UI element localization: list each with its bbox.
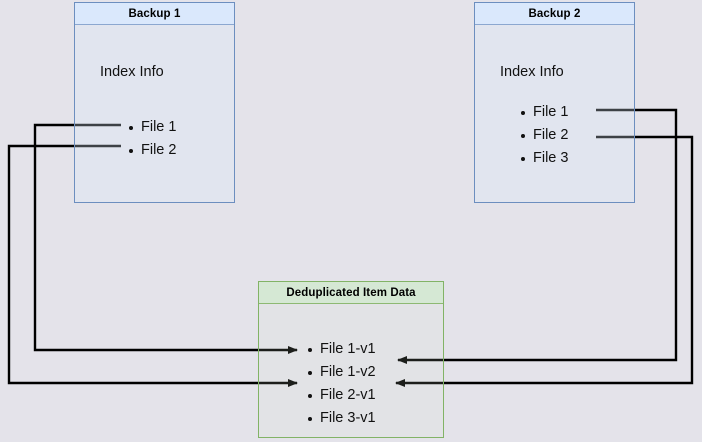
deduplicated-item-data-box[interactable]: Deduplicated Item Data File 1-v1 File 1-… — [258, 281, 444, 438]
backup-2-file-list: File 1 File 2 File 3 — [520, 101, 568, 170]
backup-2-index-info-label: Index Info — [500, 64, 564, 80]
deduplicated-item-data-title: Deduplicated Item Data — [258, 281, 444, 304]
backup-1-file-item[interactable]: File 1 — [128, 116, 176, 139]
backup-1-index-info-label: Index Info — [100, 64, 164, 80]
backup-1-file-item[interactable]: File 2 — [128, 139, 176, 162]
backup-2-file-item[interactable]: File 1 — [520, 101, 568, 124]
backup-2-box[interactable]: Backup 2 Index Info File 1 File 2 File 3 — [474, 2, 635, 203]
backup-2-body: Index Info File 1 File 2 File 3 — [474, 24, 635, 203]
deduplicated-item-list: File 1-v1 File 1-v2 File 2-v1 File 3-v1 — [307, 338, 376, 430]
dedup-item[interactable]: File 3-v1 — [307, 407, 376, 430]
backup-2-title: Backup 2 — [474, 2, 635, 25]
backup-1-body: Index Info File 1 File 2 — [74, 24, 235, 203]
backup-2-file-item[interactable]: File 3 — [520, 147, 568, 170]
dedup-item[interactable]: File 1-v1 — [307, 338, 376, 361]
backup-1-file-list: File 1 File 2 — [128, 116, 176, 162]
dedup-item[interactable]: File 1-v2 — [307, 361, 376, 384]
backup-1-box[interactable]: Backup 1 Index Info File 1 File 2 — [74, 2, 235, 203]
backup-1-title: Backup 1 — [74, 2, 235, 25]
deduplicated-item-data-body: File 1-v1 File 1-v2 File 2-v1 File 3-v1 — [258, 303, 444, 438]
backup-2-file-item[interactable]: File 2 — [520, 124, 568, 147]
dedup-item[interactable]: File 2-v1 — [307, 384, 376, 407]
